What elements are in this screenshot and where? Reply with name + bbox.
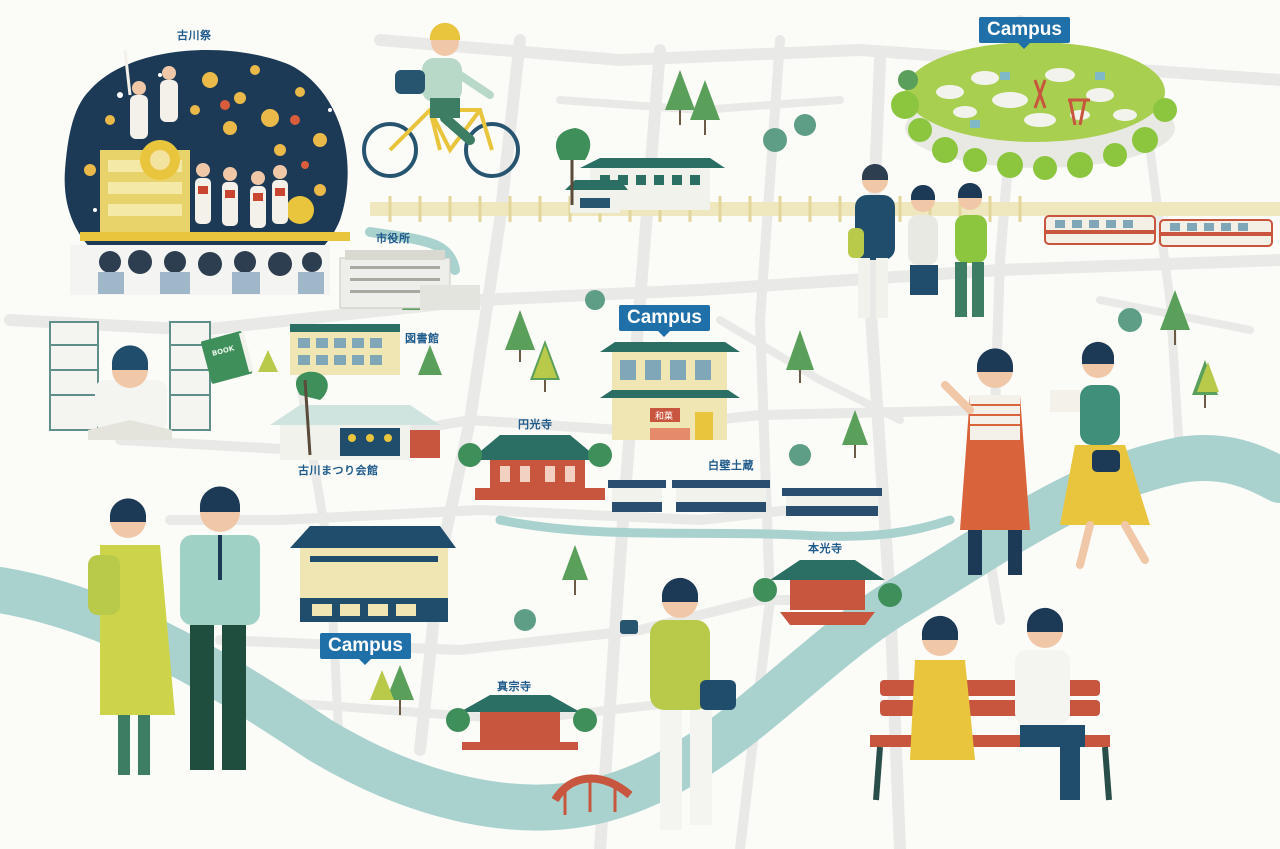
students-group-illustration — [848, 163, 987, 318]
shinshuji-temple — [446, 695, 597, 750]
station-building — [555, 128, 725, 213]
library-label: 図書館 — [405, 332, 440, 345]
enkoji-label: 円光寺 — [518, 418, 553, 431]
campus-badge-center[interactable]: Campus — [619, 305, 710, 337]
festival-hall-building — [270, 371, 440, 460]
shop-sign: 和菓 — [655, 410, 673, 422]
shinshuji-label: 真宗寺 — [497, 680, 532, 693]
festival-hall-label: 古川まつり会館 — [298, 464, 379, 477]
trees — [258, 70, 1219, 715]
campus-top-right-illustration — [891, 42, 1177, 180]
honkoji-temple — [753, 560, 902, 625]
enkoji-temple — [458, 435, 612, 500]
library-building — [290, 324, 400, 375]
campus-center-illustration: 和菓 — [600, 342, 740, 440]
campus-badge-top-right[interactable]: Campus — [979, 17, 1070, 49]
reading-woman-illustration — [1050, 341, 1150, 569]
honkoji-label: 本光寺 — [808, 542, 843, 555]
bench-couple-illustration — [870, 607, 1112, 801]
train — [1044, 215, 1273, 247]
city-hall-building — [339, 250, 480, 310]
furukawa-festival-illustration — [64, 49, 350, 295]
waving-woman-illustration — [941, 348, 1030, 575]
shirakabe-storehouses — [608, 480, 882, 516]
campus-lower-left-illustration — [290, 526, 456, 622]
hiker-and-office-worker-illustration — [88, 486, 260, 775]
library-reader-illustration: BOOK — [49, 321, 254, 440]
cyclist-illustration — [362, 22, 520, 178]
city-hall-label: 市役所 — [376, 232, 411, 245]
shirakabe-label: 白壁土蔵 — [708, 459, 754, 472]
festival-label: 古川祭 — [177, 29, 212, 42]
red-bridge — [551, 774, 633, 815]
photographer-illustration — [620, 577, 736, 830]
campus-badge-lower-left[interactable]: Campus — [320, 633, 411, 665]
